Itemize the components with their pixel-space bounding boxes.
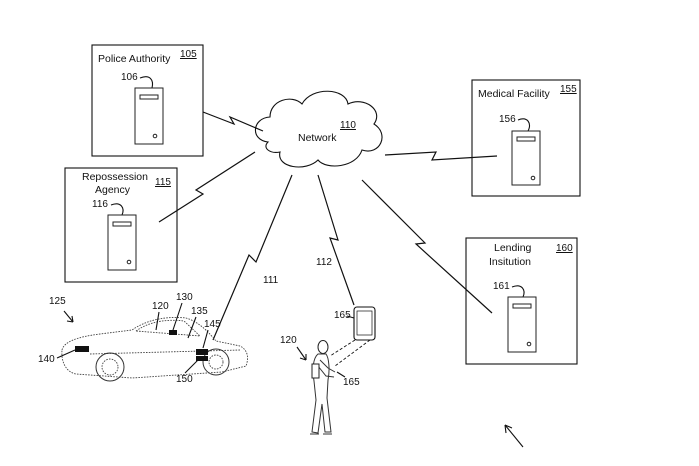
- medical-facility-label: Medical Facility: [478, 88, 551, 100]
- lending-ref: 160: [556, 243, 573, 254]
- vehicle-ref: 125: [49, 296, 66, 307]
- police-authority-ref: 105: [180, 49, 197, 60]
- network-ref: 110: [340, 120, 356, 131]
- repossession-agency-box: Repossession Agency 115 116: [64, 167, 178, 283]
- link-network-lending: [361, 179, 493, 314]
- phone-ref: 165: [334, 310, 351, 321]
- medical-server-icon: [511, 130, 541, 186]
- arrow-icon: [504, 424, 524, 448]
- network-label: Network: [298, 132, 337, 144]
- lending-institution-box: Lending Insitution 160 161: [465, 237, 578, 365]
- link-network-phone: [317, 174, 355, 306]
- network-cloud: Network 110: [254, 90, 383, 168]
- vehicle-130-ref: 130: [176, 292, 193, 303]
- lending-server-ref: 161: [493, 281, 510, 292]
- medical-facility-box: Medical Facility 155 156: [471, 79, 581, 197]
- link-police-network: [202, 111, 264, 132]
- repossession-ref: 115: [155, 177, 171, 188]
- vehicle-145-ref: 145: [204, 319, 221, 330]
- lending-label-line1: Lending: [494, 242, 532, 254]
- police-authority-label: Police Authority: [98, 53, 171, 65]
- repossession-server-icon: [107, 214, 137, 271]
- vehicle-135-ref: 135: [191, 306, 208, 317]
- repossession-label-line2: Agency: [95, 184, 131, 196]
- component-145-block: [196, 349, 208, 355]
- vehicle-140-ref: 140: [38, 354, 55, 365]
- link-112-ref: 112: [316, 257, 332, 268]
- mobile-device-icon: [353, 306, 376, 341]
- link-network-medical: [384, 151, 498, 161]
- vehicle: [61, 317, 248, 382]
- police-server-icon: [134, 87, 164, 145]
- lending-label-line2: Insitution: [489, 256, 531, 268]
- component-130-block: [169, 330, 177, 335]
- held-device-ref: 165: [343, 377, 360, 388]
- medical-server-ref: 156: [499, 114, 516, 125]
- link-network-vehicle: [212, 174, 293, 341]
- vehicle-120-ref: 120: [152, 301, 169, 312]
- person-figure: [310, 340, 336, 435]
- police-server-ref: 106: [121, 72, 138, 83]
- component-140-block: [75, 346, 89, 352]
- repossession-server-ref: 116: [92, 199, 108, 210]
- medical-facility-ref: 155: [560, 84, 577, 95]
- vehicle-150-ref: 150: [176, 374, 193, 385]
- person-ref: 120: [280, 335, 297, 346]
- link-repossession-network: [158, 151, 256, 223]
- police-authority-box: Police Authority 105 106: [91, 44, 204, 157]
- component-150-block: [196, 356, 208, 361]
- link-111-ref: 111: [263, 275, 279, 286]
- lending-server-icon: [507, 296, 537, 353]
- repossession-label-line1: Repossession: [82, 171, 148, 183]
